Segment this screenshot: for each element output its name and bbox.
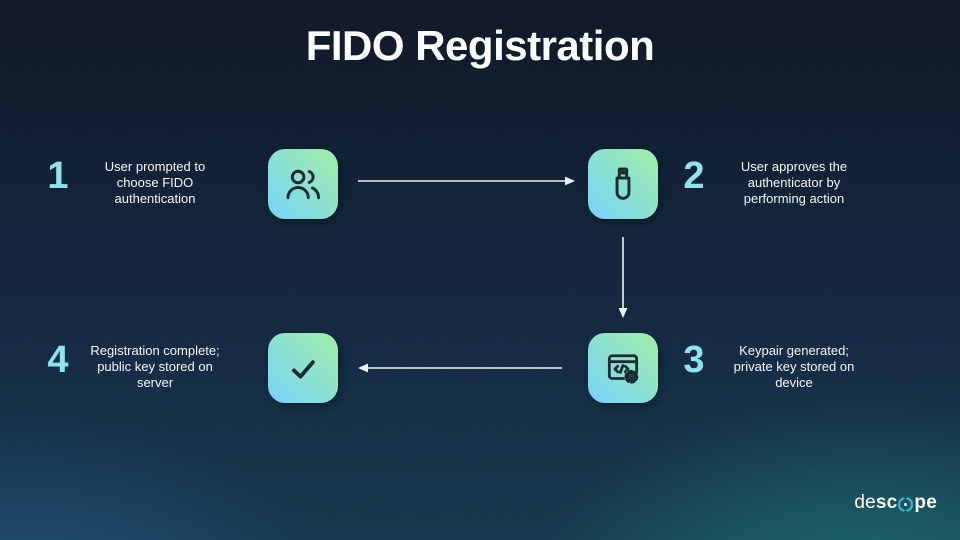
step-3-line-3: device [775, 375, 813, 390]
step-2-number: 2 [683, 155, 705, 197]
checkmark-icon [291, 360, 315, 379]
step-2-tile [588, 149, 658, 219]
step-2-line-3: performing action [743, 191, 845, 206]
step-3-tile [588, 333, 658, 403]
usb-drive-icon [615, 167, 631, 200]
step-1-tile [268, 149, 338, 219]
logo-scope-o-icon [898, 496, 914, 513]
step-4-text: Registration complete; public key stored… [80, 343, 230, 391]
step-1-line-3: authentication [114, 191, 196, 206]
logo-text-pe: pe [914, 492, 937, 513]
step-2-line-1: User approves the [740, 159, 848, 174]
step-1-text: User prompted to choose FIDO authenticat… [80, 159, 230, 207]
code-window-gear-icon [607, 354, 639, 384]
step-4-line-2: public key stored on [97, 359, 213, 374]
step-4-line-3: server [136, 375, 174, 390]
step-2-text: User approves the authenticator by perfo… [714, 159, 874, 207]
step-4-number: 4 [47, 339, 69, 381]
users-icon [286, 169, 321, 200]
step-3-number: 3 [683, 339, 705, 381]
page-title: FIDO Registration [305, 22, 655, 69]
step-3-line-1: Keypair generated; [739, 343, 849, 358]
logo-text-de: de [854, 492, 876, 513]
step-1-line-1: User prompted to [104, 159, 206, 174]
step-2-line-2: authenticator by [747, 175, 841, 190]
step-3-text: Keypair generated; private key stored on… [714, 343, 874, 391]
step-1-number: 1 [47, 155, 69, 197]
step-4-line-1: Registration complete; [90, 343, 220, 358]
step-4-tile [268, 333, 338, 403]
step-1-line-2: choose FIDO [116, 175, 194, 190]
step-3-line-2: private key stored on [733, 359, 855, 374]
logo-text-sc: sc [875, 492, 898, 513]
